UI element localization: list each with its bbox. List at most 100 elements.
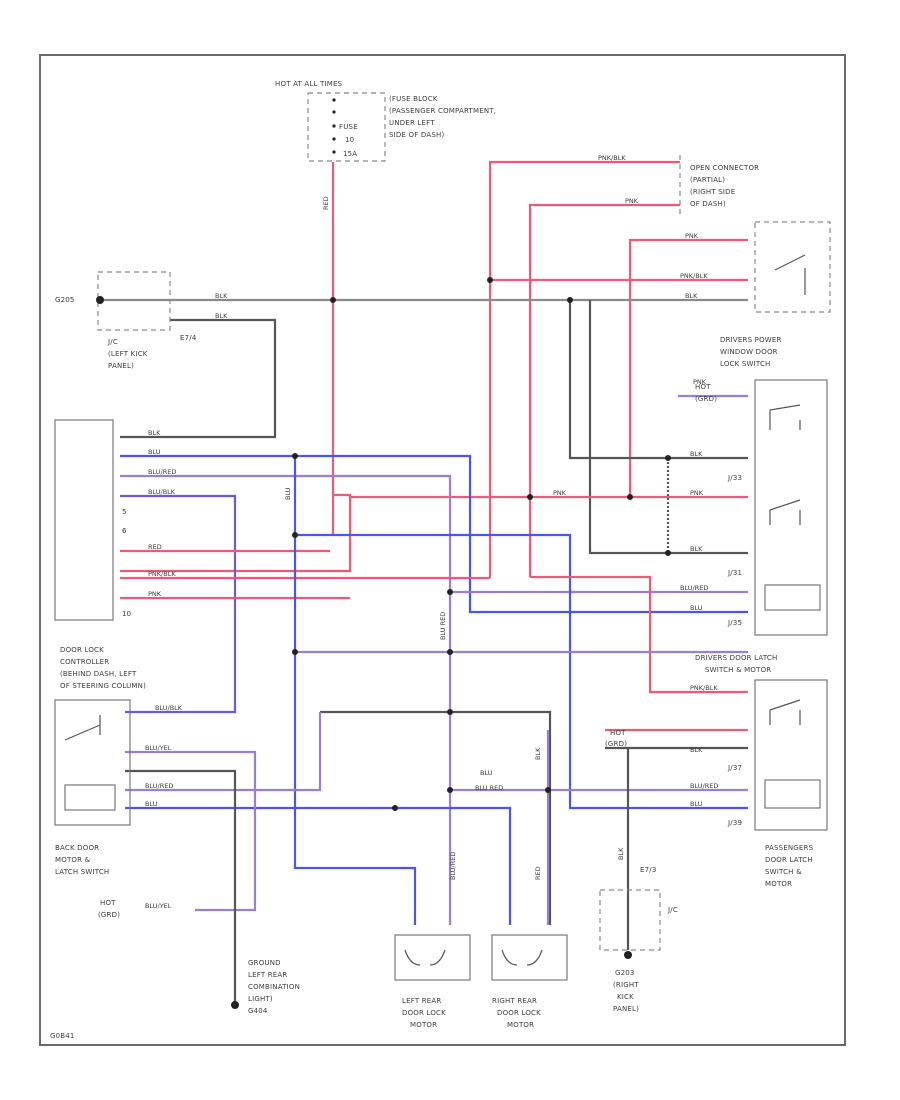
wire-label-blu-yel-2: BLU/YEL — [145, 902, 172, 910]
left-rear-motor-label-3: MOTOR — [410, 1021, 437, 1029]
connector-j35: J/35 — [727, 619, 742, 627]
driver-power-window-label-2: WINDOW DOOR — [720, 348, 778, 356]
wires: RED PNK/BLK PNK PNK PNK/BLK BLK BLK BLK … — [100, 154, 748, 1005]
wire-label-pnk-1: PNK — [625, 197, 639, 205]
wire-label-blu-red-3: BLU/RED — [680, 584, 708, 592]
wire-label-blu-blk-2: BLU/BLK — [155, 704, 183, 712]
splice-dot — [487, 277, 493, 283]
wire-label-blu-red-vertical: BLU RED — [439, 612, 447, 640]
wire-label-blu-5: BLU — [690, 800, 703, 808]
driver-power-window-label-3: LOCK SWITCH — [720, 360, 771, 368]
wire-label-red-vertical: RED — [534, 866, 542, 880]
splice-dot — [447, 787, 453, 793]
open-connector-label: OPEN CONNECTOR — [690, 164, 759, 172]
wire-label-pnk-6: PNK — [148, 590, 162, 598]
hot-bottom-label: HOT — [100, 899, 116, 907]
right-rear-motor-label: RIGHT REAR — [492, 997, 537, 1005]
fuse-block-label-2: (PASSENGER COMPARTMENT, — [389, 107, 496, 115]
splice-dot — [627, 494, 633, 500]
fuse-amperage: 15A — [343, 150, 357, 158]
motor-icon — [764, 584, 821, 611]
splice-dot — [527, 494, 533, 500]
motor-icon — [64, 784, 116, 811]
ground-rear-label-4: LIGHT) — [248, 995, 273, 1003]
hot-bottom-label-2: (GRD) — [98, 911, 120, 919]
door-lock-switch-block: HOT (GRD) J/33 J/31 J/35 — [695, 379, 828, 636]
controller-label-4: OF STEERING COLUMN) — [60, 682, 146, 690]
fuse-block: HOT AT ALL TIMES (FUSE BLOCK (PASSENGER … — [275, 80, 496, 162]
splice-dot — [292, 532, 298, 538]
wire-label-blk-vertical: BLK — [534, 747, 542, 760]
e73-label: E7/3 — [640, 866, 657, 874]
diagram-code: G0B41 — [50, 1032, 75, 1040]
wire-label-blk-right-vertical: BLK — [617, 847, 625, 860]
splice-dot — [330, 297, 336, 303]
wire-label-blk-2: BLK — [685, 292, 698, 300]
splice-dot — [447, 709, 453, 715]
wire-label-pnk-4: PNK — [690, 489, 704, 497]
back-door-label-3: LATCH SWITCH — [55, 868, 109, 876]
wire-label-blu-2: BLU — [480, 769, 493, 777]
wire-label-blk-4: BLK — [690, 450, 703, 458]
splice-dot — [567, 297, 573, 303]
splice-dot — [665, 455, 671, 461]
door-lock-controller: 5 6 10 DOOR LOCK CONTROLLER (BEHIND DASH… — [54, 419, 146, 690]
wire-label-blu-red-1: BLU/RED — [148, 468, 176, 476]
open-connector-label-4: OF DASH) — [690, 200, 726, 208]
g203-label: G203 — [615, 969, 635, 977]
splice-dot — [447, 649, 453, 655]
ground-rear-label: GROUND — [248, 959, 281, 967]
driver-power-window-switch: DRIVERS POWER WINDOW DOOR LOCK SWITCH — [720, 221, 831, 368]
switch-icon — [64, 715, 101, 741]
e74-label: E7/4 — [180, 334, 197, 342]
fuse-block-label-4: SIDE OF DASH) — [389, 131, 444, 139]
ground-icon — [624, 951, 632, 959]
diagram-frame — [39, 54, 846, 1046]
passenger-latch-label: PASSENGERS — [765, 844, 814, 852]
wire-label-pnk-blk-1: PNK/BLK — [598, 154, 626, 162]
wire-label-red-1: RED — [148, 543, 162, 551]
hot-right-label-2: (GRD) — [605, 740, 627, 748]
wire-label-red-main: RED — [322, 196, 330, 210]
driver-power-window-label: DRIVERS POWER — [720, 336, 782, 344]
back-door-label-2: MOTOR & — [55, 856, 91, 864]
wire-label-blk-5: BLK — [690, 545, 703, 553]
wire-label-blk-1: BLK — [215, 292, 228, 300]
jc-right-label: J/C — [667, 906, 678, 914]
switch-icon — [774, 254, 806, 295]
splice-dot — [292, 649, 298, 655]
right-rear-motor-label-2: DOOR LOCK — [497, 1009, 541, 1017]
splice-dot — [292, 453, 298, 459]
fuse-number: 10 — [345, 136, 354, 144]
splice-dot — [545, 787, 551, 793]
wire-label-blk-7: BLK — [690, 746, 703, 754]
pin-6: 6 — [122, 527, 127, 535]
g205-label: G205 — [55, 296, 75, 304]
left-rear-door-lock-motor: LEFT REAR DOOR LOCK MOTOR — [394, 934, 471, 1029]
passenger-door-latch: PASSENGERS DOOR LATCH SWITCH & MOTOR — [765, 844, 814, 888]
fuse-block-label-3: UNDER LEFT — [389, 119, 435, 127]
ground-rear: GROUND LEFT REAR COMBINATION LIGHT) G404 — [231, 959, 300, 1015]
wire-label-pnk-2: PNK — [685, 232, 699, 240]
wire-label-pnk-blk-2: PNK/BLK — [680, 272, 708, 280]
passenger-latch-label-4: MOTOR — [765, 880, 792, 888]
g203-label-4: PANEL) — [613, 1005, 639, 1013]
right-rear-motor-label-3: MOTOR — [507, 1021, 534, 1029]
wire-label-blu-red-4: BLU/RED — [145, 782, 173, 790]
motor-icon — [404, 949, 446, 966]
jc-left: G205 J/C (LEFT KICK PANEL) E7/4 — [55, 271, 197, 370]
connector-j39: J/39 — [727, 819, 742, 827]
connector-j31: J/31 — [727, 569, 742, 577]
ground-rear-label-5: G404 — [248, 1007, 268, 1015]
wire-label-blk-6: BLK — [148, 429, 161, 437]
ground-rear-label-2: LEFT REAR — [248, 971, 287, 979]
driver-door-latch: DRIVERS DOOR LATCH SWITCH & MOTOR J/37 J… — [605, 654, 828, 831]
back-door-label: BACK DOOR — [55, 844, 99, 852]
open-connector-label-2: (PARTIAL) — [690, 176, 725, 184]
motor-icon — [501, 949, 543, 966]
wire-label-blu-4: BLU — [145, 800, 158, 808]
wire-label-blk-3: BLK — [215, 312, 228, 320]
wire-label-pnk-3: PNK — [553, 489, 567, 497]
wire-label-pnk-5: PNK — [693, 378, 707, 386]
